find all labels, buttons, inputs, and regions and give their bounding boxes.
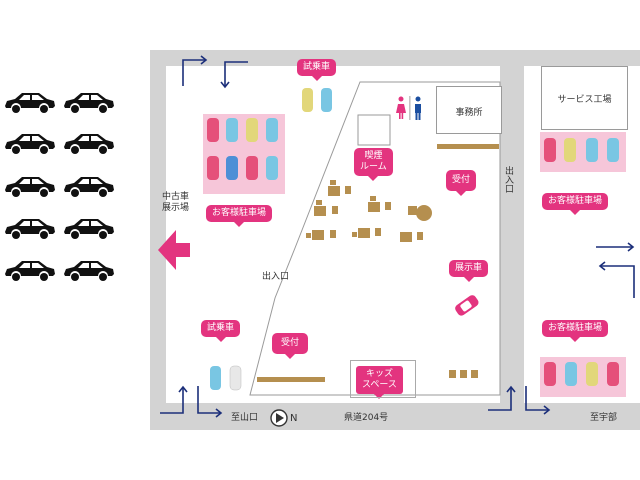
car-silhouette-icon [64,177,114,197]
to-yamaguchi-label: 至山口 [231,413,259,423]
car-silhouette-icon [64,93,114,113]
kids-space-label: キッズ スペース [356,366,403,399]
test-drive-cars-top [302,88,332,112]
reception-label-left: 受付 [272,333,309,359]
office-box: 事務所 [436,86,502,134]
entrance-label-left: 出入口 [262,272,290,282]
to-ube-label: 至宇部 [590,413,618,423]
reception-desk-left [257,377,325,382]
traffic-arrows [160,55,635,418]
north-label: N [290,413,298,424]
test-drive-label-top: 試乗車 [297,59,337,81]
smoking-room-box [357,114,391,146]
parking-label-right-top: お客様駐車場 [542,193,609,215]
entrance-label-right-text: 出入口 [503,166,513,193]
car-silhouette-icon [5,134,55,154]
service-factory-label: サービス工場 [557,95,612,105]
entrance-label-right: 出入口 [502,166,513,197]
test-drive-label-bottom: 試乗車 [201,320,241,342]
reception-label-right: 受付 [446,170,477,196]
service-factory-box: サービス工場 [541,66,628,130]
parking-lot-right-top [540,132,626,172]
parking-label-left: お客様駐車場 [206,205,273,227]
office-label: 事務所 [455,108,483,118]
display-car [455,295,479,316]
parked-cars-left [207,118,278,180]
prefectural-road-label: 県道204号 [344,413,389,423]
display-car-label: 展示車 [449,260,489,282]
bottom-road [150,403,640,430]
middle-road [500,66,524,403]
parking-label-right-bottom: お客様駐車場 [542,320,609,342]
customer-tables [306,180,478,378]
car-silhouette-icon [64,134,114,154]
car-silhouette-icon [64,261,114,281]
car-silhouette-icon [64,219,114,239]
used-car-lot-arrow [158,230,190,270]
car-silhouette-icon [5,261,55,281]
reception-desk-right [437,144,499,149]
car-silhouette-icon [5,93,55,113]
car-silhouette-icon [5,93,114,281]
car-silhouette-icon [5,177,55,197]
smoking-room-label: 喫煙 ルーム [354,148,393,181]
restroom-icon [396,96,421,120]
compass-play-icon [270,409,288,427]
showroom-outline [249,81,501,396]
car-silhouette-icon [5,219,55,239]
parking-lot-right-bottom [540,357,626,397]
kids-space-box [350,360,416,398]
left-road [150,50,166,430]
test-drive-cars-bottom [210,365,242,391]
parking-lot-left [203,114,285,194]
used-car-lot-label: 中古車 展示場 [162,192,190,213]
top-road [150,50,640,66]
